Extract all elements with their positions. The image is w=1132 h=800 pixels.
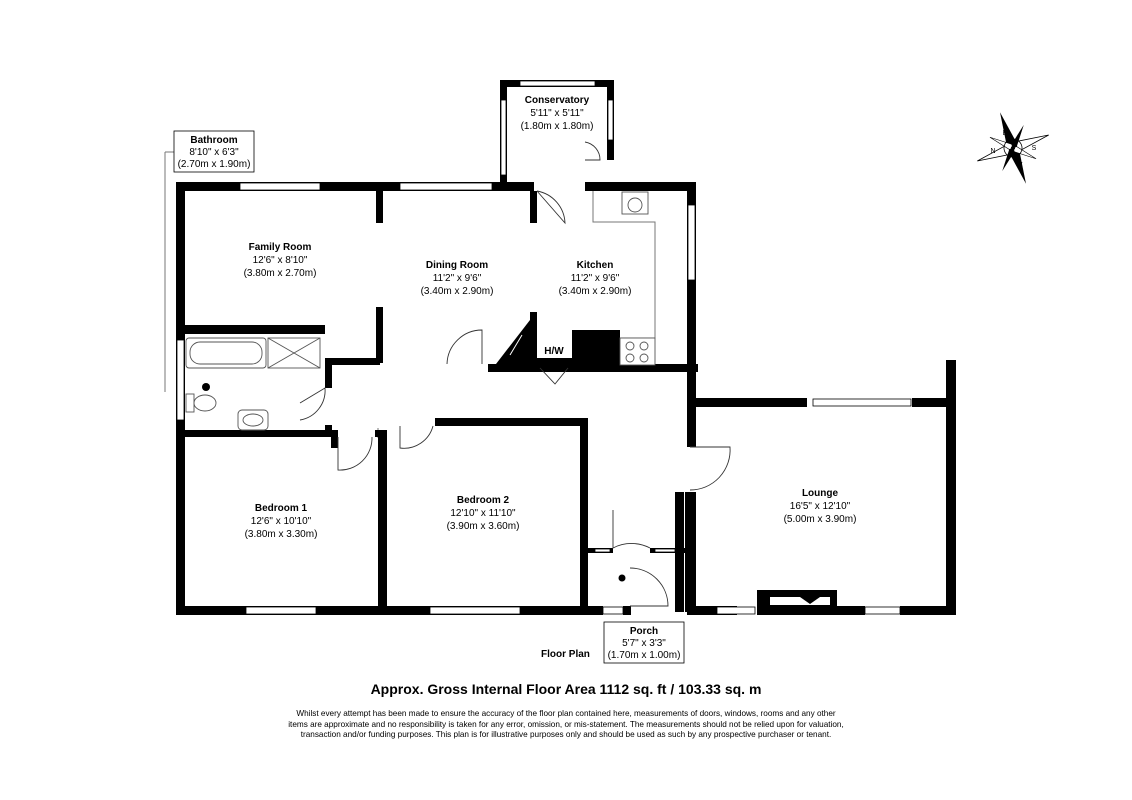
room-labels: Family Room 12'6" x 8'10" (3.80m x 2.70m… — [244, 95, 857, 540]
room-metric: (3.80m x 2.70m) — [244, 268, 317, 279]
room-metric: (3.90m x 3.60m) — [447, 521, 520, 532]
door-swings — [299, 141, 731, 607]
stairs-icon — [504, 329, 523, 356]
gross-floor-area-title: Approx. Gross Internal Floor Area 1112 s… — [370, 681, 762, 697]
compass-west: W — [1016, 162, 1023, 169]
room-metric: (2.70m x 1.90m) — [178, 159, 251, 170]
room-name: Bathroom — [190, 135, 237, 146]
room-imperial: 12'6" x 10'10" — [251, 516, 312, 527]
room-imperial: 12'10" x 11'10" — [450, 508, 516, 519]
room-dining-room: Dining Room 11'2" x 9'6" (3.40m x 2.90m) — [421, 260, 494, 297]
room-metric: (3.40m x 2.90m) — [421, 286, 494, 297]
room-name: Family Room — [249, 242, 312, 253]
windows — [176, 80, 912, 615]
compass-east: E — [1003, 130, 1008, 137]
room-lounge: Lounge 16'5" x 12'10" (5.00m x 3.90m) — [784, 488, 857, 525]
compass-south: S — [1032, 145, 1037, 152]
hot-water-label: H/W — [544, 346, 564, 357]
compass-north: N — [990, 148, 995, 155]
room-bedroom-1: Bedroom 1 12'6" x 10'10" (3.80m x 3.30m) — [245, 503, 318, 540]
room-imperial: 16'5" x 12'10" — [790, 501, 851, 512]
room-imperial: 5'11" x 5'11" — [530, 108, 584, 119]
room-metric: (1.70m x 1.00m) — [608, 650, 681, 661]
room-kitchen: Kitchen 11'2" x 9'6" (3.40m x 2.90m) — [559, 260, 632, 297]
room-metric: (3.40m x 2.90m) — [559, 286, 632, 297]
room-metric: (1.80m x 1.80m) — [521, 121, 594, 132]
room-metric: (5.00m x 3.90m) — [784, 514, 857, 525]
room-imperial: 11'2" x 9'6" — [433, 273, 482, 284]
compass-letters: E N S W — [990, 130, 1036, 169]
bathroom-label-box: Bathroom 8'10" x 6'3" (2.70m x 1.90m) — [173, 130, 255, 173]
porch-label-box: Porch 5'7" x 3'3" (1.70m x 1.00m) — [603, 621, 685, 664]
compass-icon — [977, 112, 1049, 184]
room-bedroom-2: Bedroom 2 12'10" x 11'10" (3.90m x 3.60m… — [447, 495, 520, 532]
bathtub-icon — [185, 337, 267, 369]
room-imperial: 8'10" x 6'3" — [189, 147, 239, 158]
toilet-icon — [193, 394, 217, 412]
room-metric: (3.80m x 3.30m) — [245, 529, 318, 540]
plan-caption: Floor Plan — [541, 649, 590, 660]
bath-fixtures — [185, 191, 656, 431]
room-name: Dining Room — [426, 260, 488, 271]
room-imperial: 5'7" x 3'3" — [622, 638, 666, 649]
disclaimer-text: Whilst every attempt has been made to en… — [288, 709, 844, 740]
room-conservatory: Conservatory 5'11" x 5'11" (1.80m x 1.80… — [521, 95, 594, 132]
room-imperial: 11'2" x 9'6" — [571, 273, 620, 284]
room-name: Bedroom 2 — [457, 495, 510, 506]
hob-icon — [619, 337, 656, 366]
toilet-cistern-icon — [185, 393, 195, 413]
fireplace-icon — [770, 597, 830, 605]
room-family-room: Family Room 12'6" x 8'10" (3.80m x 2.70m… — [244, 242, 317, 279]
room-name: Bedroom 1 — [255, 503, 308, 514]
room-name: Porch — [630, 626, 658, 637]
room-name: Kitchen — [577, 260, 614, 271]
porch-light-icon — [618, 574, 626, 582]
room-imperial: 12'6" x 8'10" — [253, 255, 308, 266]
light-point-icon — [202, 383, 210, 391]
room-name: Lounge — [802, 488, 839, 499]
room-name: Conservatory — [525, 95, 590, 106]
